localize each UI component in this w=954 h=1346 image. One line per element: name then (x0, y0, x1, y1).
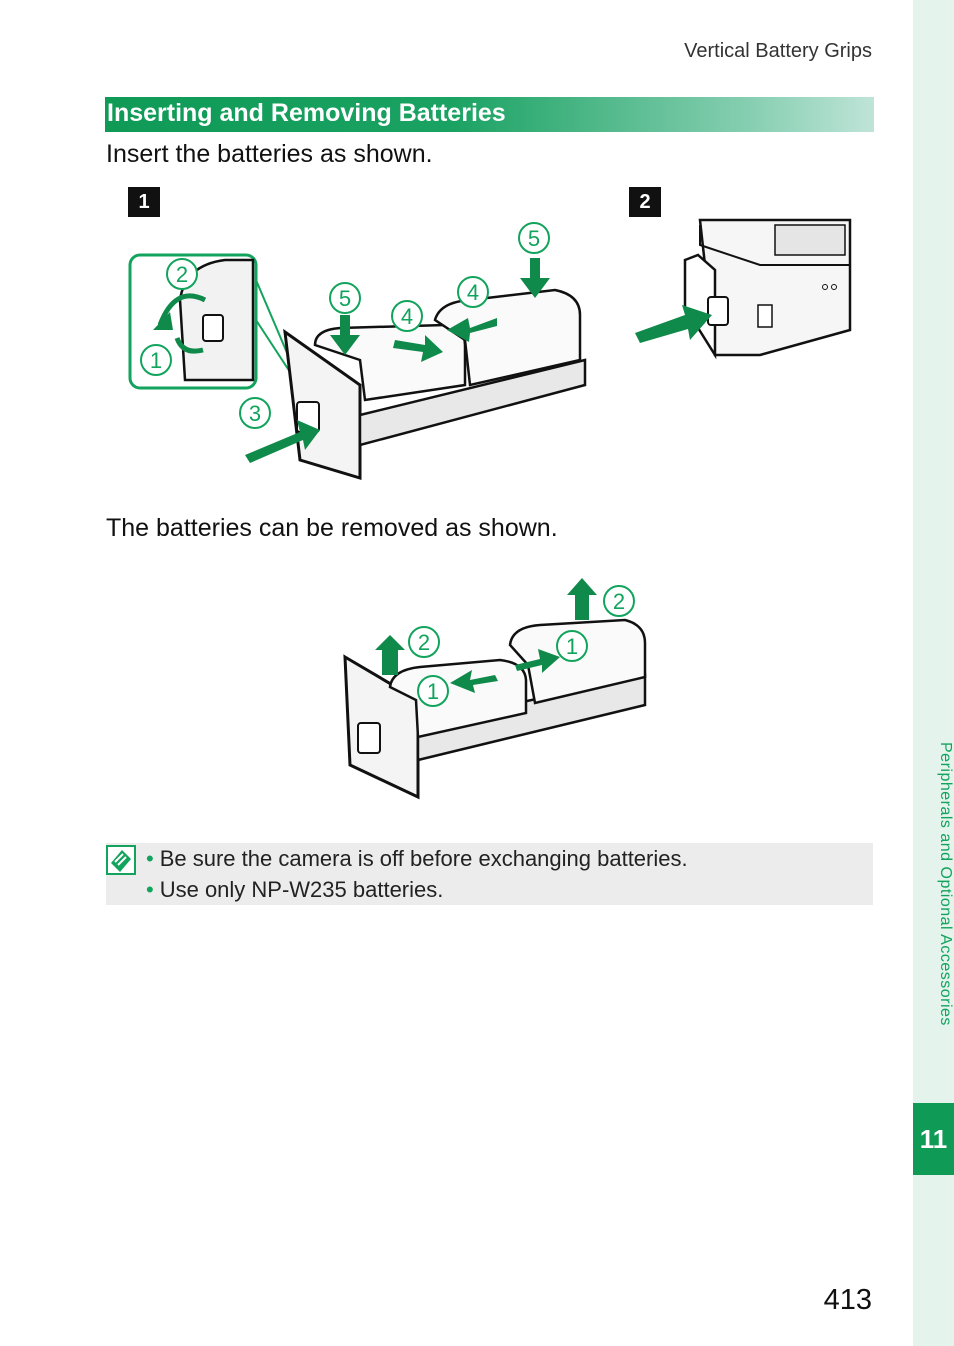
chapter-tab[interactable]: 11 (913, 1103, 954, 1175)
callout-2-left: 2 (418, 630, 430, 655)
lift-arrow-right (567, 578, 597, 620)
insert-callouts: 2 1 3 5 4 4 5 (140, 222, 550, 429)
insert-instruction: Insert the batteries as shown. (106, 140, 433, 168)
grip-dot (822, 284, 828, 290)
door-latch (707, 296, 729, 326)
rotate-arrow-2 (174, 337, 204, 354)
camera-outline (699, 225, 850, 266)
rotate-arrowhead (153, 312, 173, 330)
section-title: Inserting and Removing Batteries (107, 99, 506, 127)
battery-tray (358, 358, 587, 447)
note-item: •Be sure the camera is off before exchan… (146, 846, 688, 871)
callout-5-right: 5 (528, 226, 540, 251)
chapter-side-label: Peripherals and Optional Accessories (937, 742, 954, 1026)
callout-2-right: 2 (613, 589, 625, 614)
slide-arrow-left (393, 335, 443, 362)
push-door-arrow (635, 305, 712, 343)
callout-4-left: 4 (401, 304, 413, 329)
page-number: 413 (823, 1284, 872, 1316)
remove-instruction: The batteries can be removed as shown. (106, 514, 558, 542)
inset-latch (202, 314, 224, 342)
battery-right (433, 288, 582, 387)
running-header: Vertical Battery Grips (684, 40, 872, 62)
pull-door-arrow (245, 420, 320, 463)
step-badge-2: 2 (629, 187, 661, 217)
close-door-illustration (635, 218, 852, 360)
note-icon (106, 845, 136, 875)
note-box: •Be sure the camera is off before exchan… (106, 843, 873, 905)
callout-5-left: 5 (339, 286, 351, 311)
grip-dot (831, 284, 837, 290)
section-heading-bar: Inserting and Removing Batteries (105, 97, 874, 132)
down-arrow-left (330, 315, 360, 355)
callout-2-inset: 2 (176, 262, 188, 287)
rotate-arrow (157, 293, 207, 326)
callout-1-left: 1 (427, 679, 439, 704)
callout-1-inset: 1 (150, 348, 162, 373)
battery-right (508, 618, 647, 705)
note-list: •Be sure the camera is off before exchan… (146, 843, 688, 905)
grip-slot (757, 304, 773, 328)
callout-4-right: 4 (467, 280, 479, 305)
grip-latch (357, 722, 381, 754)
callout-3: 3 (249, 401, 261, 426)
remove-batteries-illustration: 2 1 2 1 (343, 578, 647, 800)
lift-arrow-left (375, 635, 405, 675)
slide-arrow-right (447, 318, 497, 342)
note-item: •Use only NP-W235 batteries. (146, 877, 444, 902)
step-badge-1: 1 (128, 187, 160, 217)
down-arrow-right (520, 258, 550, 298)
slide-arrow-right (515, 649, 560, 673)
callout-1-right: 1 (566, 634, 578, 659)
slide-arrow-left (450, 670, 498, 693)
camera-screen (774, 224, 846, 256)
